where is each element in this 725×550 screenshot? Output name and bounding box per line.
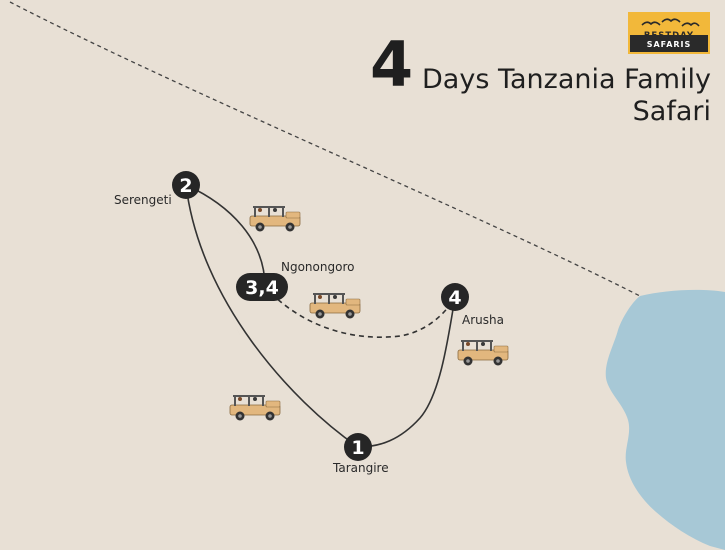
title-line-2: Safari: [632, 96, 711, 128]
stop-label-serengeti: Serengeti: [114, 193, 172, 207]
title-line-1: Days Tanzania Family: [422, 64, 711, 95]
stop-marker-serengeti: 2: [172, 171, 200, 199]
route-serengeti-ngorongoro: [185, 184, 266, 288]
logo-line-2: SAFARIS: [646, 40, 692, 49]
svg-text:2: 2: [179, 175, 192, 197]
svg-text:3,4: 3,4: [245, 277, 279, 299]
route-ngorongoro-arusha: [264, 286, 456, 338]
safari-jeep-icon: [249, 205, 301, 232]
safari-jeep-icon: [457, 339, 509, 366]
brand-logo: BESTDAY SAFARIS: [628, 12, 710, 54]
logo-sky: [630, 14, 708, 35]
safari-jeep-icon: [229, 394, 281, 421]
stop-marker-tarangire: 1: [344, 433, 372, 461]
logo-line-1: BESTDAY: [643, 31, 695, 41]
svg-text:1: 1: [351, 437, 364, 459]
lake-water: [605, 289, 725, 550]
stop-marker-arusha: 4: [441, 283, 469, 311]
svg-text:4: 4: [448, 287, 461, 309]
page-title: 4 Days Tanzania Family Safari: [370, 34, 711, 128]
route-tarangire-serengeti: [185, 184, 359, 448]
safari-jeep-icon: [309, 292, 361, 319]
title-day-count: 4: [370, 28, 413, 101]
border-line: [9, 1, 641, 297]
stop-label-tarangire: Tarangire: [333, 461, 389, 475]
route-arusha-tarangire: [357, 296, 456, 448]
stop-marker-ngorongoro: 3,4: [236, 273, 288, 301]
stop-label-ngorongoro: Ngonongoro: [281, 260, 355, 274]
birds-icon: [641, 18, 700, 27]
stop-label-arusha: Arusha: [462, 313, 504, 327]
